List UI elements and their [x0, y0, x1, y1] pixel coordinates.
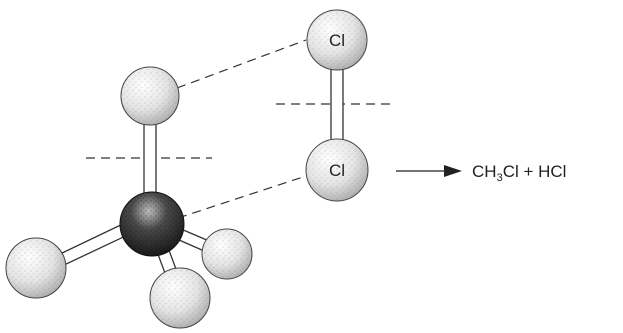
product-subscript: 3	[497, 172, 503, 184]
bonds	[57, 59, 344, 285]
chlorine-atom-bottom: Cl	[305, 138, 369, 202]
bond-clcl	[330, 59, 344, 147]
hydrogen-atoms	[120, 66, 253, 280]
dash-c-to-cl-bottom	[177, 175, 307, 219]
arrow-head	[444, 165, 462, 177]
product-ch: CH	[472, 162, 497, 181]
dash-h-to-cl-top	[176, 39, 307, 89]
carbon-atom	[119, 191, 185, 257]
product-rest: Cl + HCl	[503, 162, 567, 181]
chlorine-label-bottom: Cl	[329, 161, 345, 180]
chlorine-atom-top: Cl	[306, 9, 368, 71]
hydrogen-atoms-front	[5, 237, 211, 329]
reaction-arrow	[396, 165, 462, 177]
dashed-connectors	[176, 39, 307, 219]
chlorine-label-top: Cl	[329, 31, 345, 50]
product-equation: CH3Cl + HCl	[472, 162, 566, 184]
